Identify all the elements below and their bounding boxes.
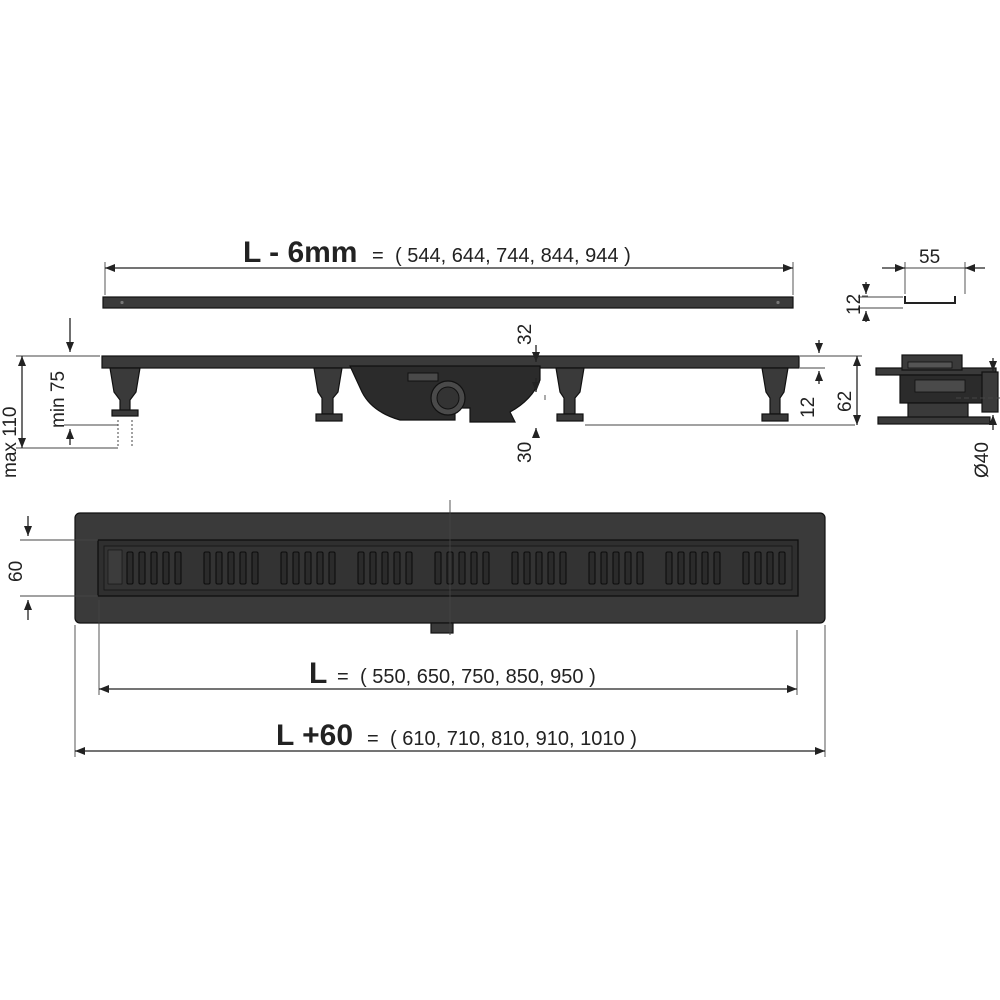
mid-length-values: ( 550, 650, 750, 850, 950 ) <box>360 666 596 688</box>
brand-logo-mark <box>107 549 123 585</box>
side-section-body <box>875 354 999 425</box>
grate-slot <box>292 551 300 585</box>
grate-slots <box>126 551 786 585</box>
min-height-label: min 75 <box>48 371 69 428</box>
grate-slot <box>470 551 478 585</box>
grate-slot <box>280 551 288 585</box>
side-width-label: 55 <box>919 247 940 268</box>
grate-slot <box>624 551 632 585</box>
grate-slot <box>162 551 170 585</box>
top-length-eq: = <box>372 245 384 267</box>
grate-slot <box>588 551 596 585</box>
grate-slot <box>754 551 762 585</box>
grate-offset-label: 32 <box>515 324 536 345</box>
foot-3 <box>555 367 585 422</box>
mid-length-label: L <box>309 657 327 690</box>
grate-slot <box>482 551 490 585</box>
grate-slot <box>458 551 466 585</box>
grate-slot <box>239 551 247 585</box>
grate-slot <box>701 551 709 585</box>
grate-slot <box>150 551 158 585</box>
grate-slot <box>665 551 673 585</box>
grate-slot <box>742 551 750 585</box>
grate-slot <box>778 551 786 585</box>
channel-side-view <box>101 355 800 448</box>
foot-2 <box>313 367 343 422</box>
grate-slot <box>203 551 211 585</box>
foot-1 <box>109 367 141 417</box>
grate-slot <box>511 551 519 585</box>
grate-slot <box>357 551 365 585</box>
rim-height-label: 12 <box>798 397 819 418</box>
grate-slot <box>434 551 442 585</box>
grate-slot <box>381 551 389 585</box>
body-height-label: 62 <box>835 391 856 412</box>
grate-slot <box>126 551 134 585</box>
grate-slot <box>251 551 259 585</box>
side-height-label: 12 <box>844 294 865 315</box>
grate-slot <box>636 551 644 585</box>
grate-slot <box>766 551 774 585</box>
grate-slot <box>215 551 223 585</box>
grate-slot <box>689 551 697 585</box>
grate-slot <box>405 551 413 585</box>
lower-offset-label: 30 <box>515 442 536 463</box>
grate-slot <box>677 551 685 585</box>
grate-slot <box>138 551 146 585</box>
grate-slot <box>535 551 543 585</box>
grate-slot <box>328 551 336 585</box>
grate-slot <box>612 551 620 585</box>
mid-length-eq: = <box>337 666 349 688</box>
grate-slot <box>600 551 608 585</box>
channel-width-label: 60 <box>6 561 27 582</box>
grate-slot <box>393 551 401 585</box>
grate-slot <box>559 551 567 585</box>
top-length-label: L - 6mm <box>243 236 357 269</box>
outlet-diameter-label: Ø40 <box>972 442 993 478</box>
top-length-values: ( 544, 644, 744, 844, 944 ) <box>395 245 631 267</box>
grate-slot <box>523 551 531 585</box>
total-length-label: L +60 <box>276 719 353 752</box>
foot-4 <box>761 367 789 422</box>
grate-slot <box>304 551 312 585</box>
max-height-label: max 110 <box>0 407 21 478</box>
grate-slot <box>316 551 324 585</box>
grate-slot <box>547 551 555 585</box>
outlet-stub <box>430 622 454 634</box>
side-section-profile <box>862 295 956 304</box>
grate-slot <box>174 551 182 585</box>
grate-slot <box>713 551 721 585</box>
total-length-values: ( 610, 710, 810, 910, 1010 ) <box>390 728 637 750</box>
grate-slot <box>227 551 235 585</box>
grate-slot <box>369 551 377 585</box>
total-length-eq: = <box>367 728 379 750</box>
grate-strip <box>102 296 794 309</box>
